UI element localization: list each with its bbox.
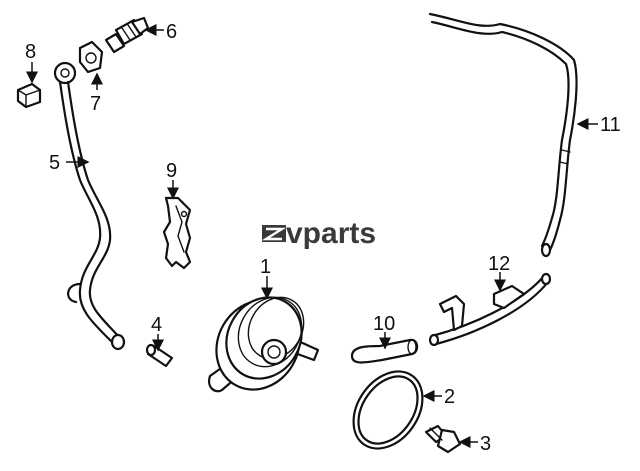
part-6-fitting xyxy=(104,16,150,54)
callout-1: 1 xyxy=(260,256,271,278)
callout-12: 12 xyxy=(488,253,510,275)
callout-leaders xyxy=(26,24,598,448)
callout-10: 10 xyxy=(373,313,395,335)
vparts-logo: vparts xyxy=(261,217,376,250)
part-2-o-ring xyxy=(352,370,424,450)
callout-4: 4 xyxy=(151,314,162,336)
part-12-pipe xyxy=(428,272,552,347)
part-7-gasket xyxy=(78,40,104,74)
part-5-hose xyxy=(53,61,126,351)
part-9-bracket xyxy=(162,196,192,270)
logo-mark-glyph xyxy=(261,227,287,241)
callout-2: 2 xyxy=(444,386,455,408)
part-1-oil-cooler xyxy=(208,296,320,393)
callout-11: 11 xyxy=(600,114,621,136)
callout-3: 3 xyxy=(480,433,491,455)
logo-text: vparts xyxy=(286,217,376,250)
part-8-cap xyxy=(16,82,42,109)
part-3-bolt xyxy=(424,424,462,454)
part-4-hose xyxy=(145,343,174,368)
callout-5: 5 xyxy=(49,152,60,174)
callout-8: 8 xyxy=(25,41,36,63)
callout-9: 9 xyxy=(166,160,177,182)
part-11-hose xyxy=(428,12,578,258)
part-10-hose xyxy=(350,338,419,364)
callout-6: 6 xyxy=(166,21,177,43)
callout-numbers: 8 5 7 6 9 4 1 10 2 3 12 11 xyxy=(25,21,621,455)
callout-7: 7 xyxy=(90,93,101,115)
